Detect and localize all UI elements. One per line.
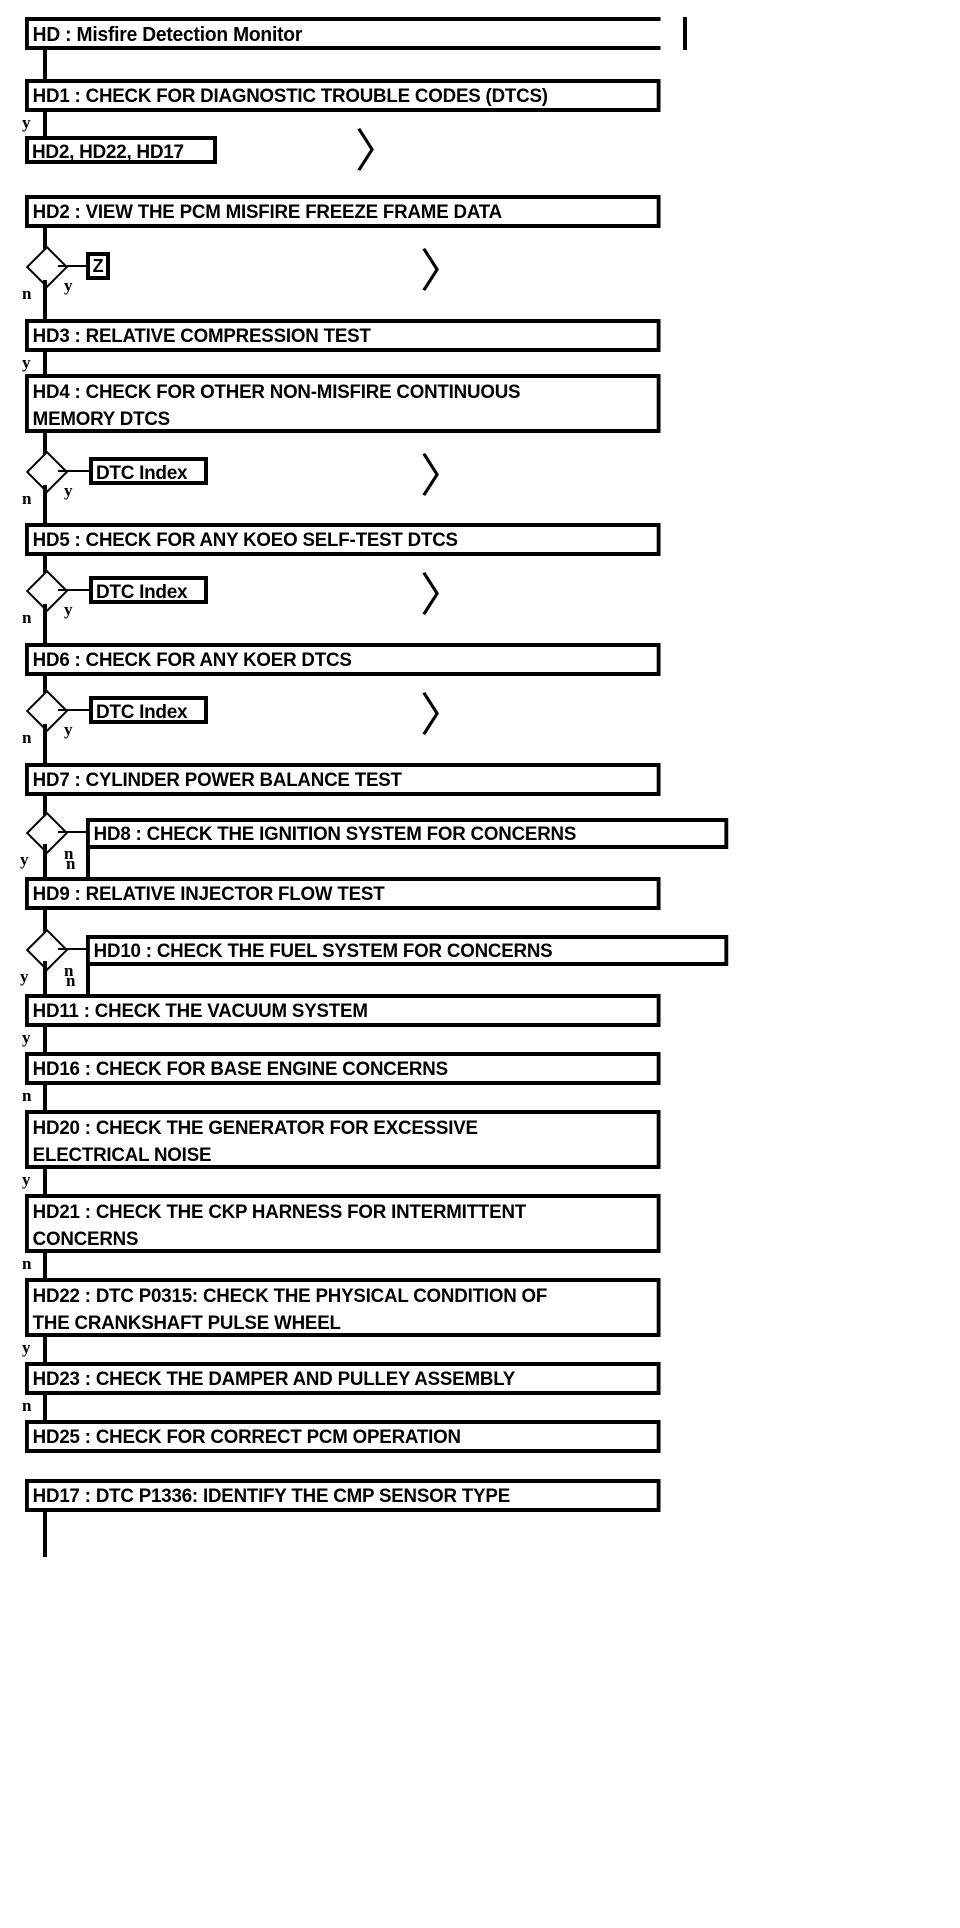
branch-label-hd6-no: n: [22, 728, 32, 747]
branch-label-hd7-yes: y: [20, 850, 29, 869]
node-hd6[interactable]: HD6 : CHECK FOR ANY KOER DTCS: [25, 643, 661, 676]
offpage-chevron-3: 〉: [420, 449, 466, 503]
branch-label-hd3-yes: y: [22, 353, 31, 372]
decision-hd7[interactable]: [25, 811, 69, 855]
branch-label-hd4-yes: y: [64, 481, 73, 500]
connector-hd2-to-dec: [43, 228, 47, 255]
node-hd2[interactable]: HD2 : VIEW THE PCM MISFIRE FREEZE FRAME …: [25, 195, 661, 228]
decision-hd9[interactable]: [25, 928, 69, 972]
connector-hd6-to-dec: [43, 676, 47, 697]
node-hd11[interactable]: HD11 : CHECK THE VACUUM SYSTEM: [25, 994, 661, 1027]
node-hd22[interactable]: HD22 : DTC P0315: CHECK THE PHYSICAL CON…: [25, 1278, 661, 1337]
branch-label-hd20-yes: y: [22, 1170, 31, 1189]
offpage-chevron-4: 〉: [420, 568, 466, 622]
ref-dtc-index-3[interactable]: DTC Index: [89, 696, 208, 724]
node-hd1[interactable]: HD1 : CHECK FOR DIAGNOSTIC TROUBLE CODES…: [25, 79, 661, 112]
branch-label-hd7-no: n: [64, 844, 74, 863]
title-box-right-edge: [683, 17, 687, 50]
connector-hd2-dec-to-hd3: [43, 280, 47, 320]
ref-hd2-hd22-hd17[interactable]: HD2, HD22, HD17: [25, 136, 217, 164]
connector-hd5-to-dec: [43, 556, 47, 577]
connector-hd9-yes-to-hd11: [43, 961, 47, 995]
connector-hd16-to-hd20: [43, 1085, 47, 1110]
branch-label-hd9-no: n: [64, 961, 74, 980]
node-hd5[interactable]: HD5 : CHECK FOR ANY KOEO SELF-TEST DTCS: [25, 523, 661, 556]
branch-label-hd9-yes: y: [20, 967, 29, 986]
node-hd16[interactable]: HD16 : CHECK FOR BASE ENGINE CONCERNS: [25, 1052, 661, 1085]
decision-hd5[interactable]: [25, 569, 69, 613]
ref-dtc-index-2[interactable]: DTC Index: [89, 576, 208, 604]
edge-hd7-dec-to-hd8: [58, 831, 88, 833]
connector-hd9-to-dec: [43, 910, 47, 935]
branch-label-hd16-no: n: [22, 1086, 32, 1105]
connector-hd10-no-to-hd11: [86, 966, 90, 995]
ref-dtc-index-1[interactable]: DTC Index: [89, 457, 208, 485]
branch-label-hd2-no: n: [22, 284, 32, 303]
branch-label-hd11-yes: y: [22, 1028, 31, 1047]
branch-label-hd21-no: n: [22, 1254, 32, 1273]
connector-hd3-to-hd4: [43, 352, 47, 375]
connector-hd8-no-to-hd9: [86, 849, 90, 878]
connector-hd5-dec-to-hd6: [43, 604, 47, 644]
connector-hd22-to-hd23: [43, 1337, 47, 1362]
connector-hd6-dec-to-hd7: [43, 724, 47, 764]
branch-label-hd10-no: n: [66, 971, 76, 990]
edge-hd2-dec-to-z: [58, 265, 87, 267]
edge-hd6-dec-to-dtcindex: [58, 709, 91, 711]
ref-z[interactable]: Z: [86, 252, 110, 280]
node-hd17[interactable]: HD17 : DTC P1336: IDENTIFY THE CMP SENSO…: [25, 1479, 661, 1512]
node-hd7[interactable]: HD7 : CYLINDER POWER BALANCE TEST: [25, 763, 661, 796]
edge-hd4-dec-to-dtcindex: [58, 470, 91, 472]
branch-label-hd6-yes: y: [64, 720, 73, 739]
connector-hd17-down: [43, 1512, 47, 1557]
connector-hd21-to-hd22: [43, 1253, 47, 1278]
node-hd8[interactable]: HD8 : CHECK THE IGNITION SYSTEM FOR CONC…: [86, 818, 729, 849]
connector-hd4-dec-to-hd5: [43, 485, 47, 524]
node-hd4[interactable]: HD4 : CHECK FOR OTHER NON-MISFIRE CONTIN…: [25, 374, 661, 433]
decision-hd4[interactable]: [25, 450, 69, 494]
branch-label-hd22-yes: y: [22, 1338, 31, 1357]
node-hd20[interactable]: HD20 : CHECK THE GENERATOR FOR EXCESSIVE…: [25, 1110, 661, 1169]
decision-hd2[interactable]: [25, 245, 69, 289]
node-hd25[interactable]: HD25 : CHECK FOR CORRECT PCM OPERATION: [25, 1420, 661, 1453]
branch-label-hd4-no: n: [22, 489, 32, 508]
node-hd3[interactable]: HD3 : RELATIVE COMPRESSION TEST: [25, 319, 661, 352]
branch-label-hd8-no: n: [66, 854, 76, 873]
connector-title-to-hd1: [43, 50, 47, 80]
node-hd-title[interactable]: HD : Misfire Detection Monitor: [25, 17, 661, 50]
connector-hd4-to-dec: [43, 433, 47, 460]
decision-hd6[interactable]: [25, 689, 69, 733]
branch-label-hd5-no: n: [22, 608, 32, 627]
edge-hd5-dec-to-dtcindex: [58, 589, 91, 591]
connector-hd11-to-hd16: [43, 1027, 47, 1052]
offpage-chevron-2: 〉: [420, 244, 466, 298]
connector-hd7-to-dec: [43, 796, 47, 818]
node-hd21[interactable]: HD21 : CHECK THE CKP HARNESS FOR INTERMI…: [25, 1194, 661, 1253]
node-hd10[interactable]: HD10 : CHECK THE FUEL SYSTEM FOR CONCERN…: [86, 935, 729, 966]
branch-label-hd2-yes: y: [64, 276, 73, 295]
connector-hd7-yes-to-hd9: [43, 844, 47, 878]
edge-hd9-dec-to-hd10: [58, 948, 88, 950]
branch-label-hd1-yes: y: [22, 113, 31, 132]
offpage-chevron-1: 〉: [355, 124, 401, 178]
node-hd23[interactable]: HD23 : CHECK THE DAMPER AND PULLEY ASSEM…: [25, 1362, 661, 1395]
node-hd9[interactable]: HD9 : RELATIVE INJECTOR FLOW TEST: [25, 877, 661, 910]
connector-hd1-to-ref1: [43, 112, 47, 137]
offpage-chevron-5: 〉: [420, 688, 466, 742]
branch-label-hd23-no: n: [22, 1396, 32, 1415]
connector-hd23-to-hd25: [43, 1395, 47, 1420]
branch-label-hd5-yes: y: [64, 600, 73, 619]
connector-hd20-to-hd21: [43, 1169, 47, 1194]
